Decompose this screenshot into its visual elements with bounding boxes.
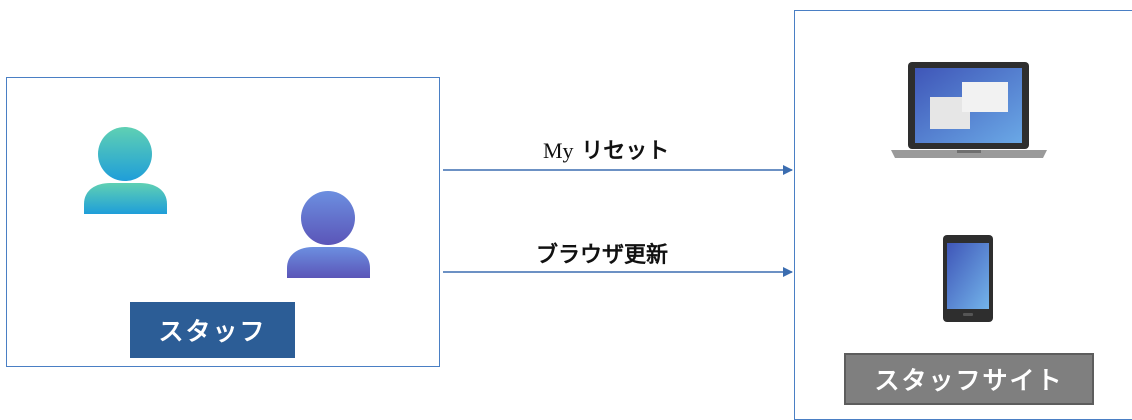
tablet-icon <box>943 235 993 322</box>
browser-refresh-label: ブラウザ更新 <box>536 243 669 268</box>
person-icon <box>84 127 167 214</box>
my-reset-label: My リセット <box>543 133 669 165</box>
staff-label: スタッフ <box>130 302 295 358</box>
my-reset-jp: リセット <box>581 139 670 164</box>
person-icon <box>287 191 370 278</box>
staff-site-label: スタッフサイト <box>844 353 1094 405</box>
my-reset-latin: My <box>543 138 574 163</box>
laptop-icon <box>891 62 1047 158</box>
